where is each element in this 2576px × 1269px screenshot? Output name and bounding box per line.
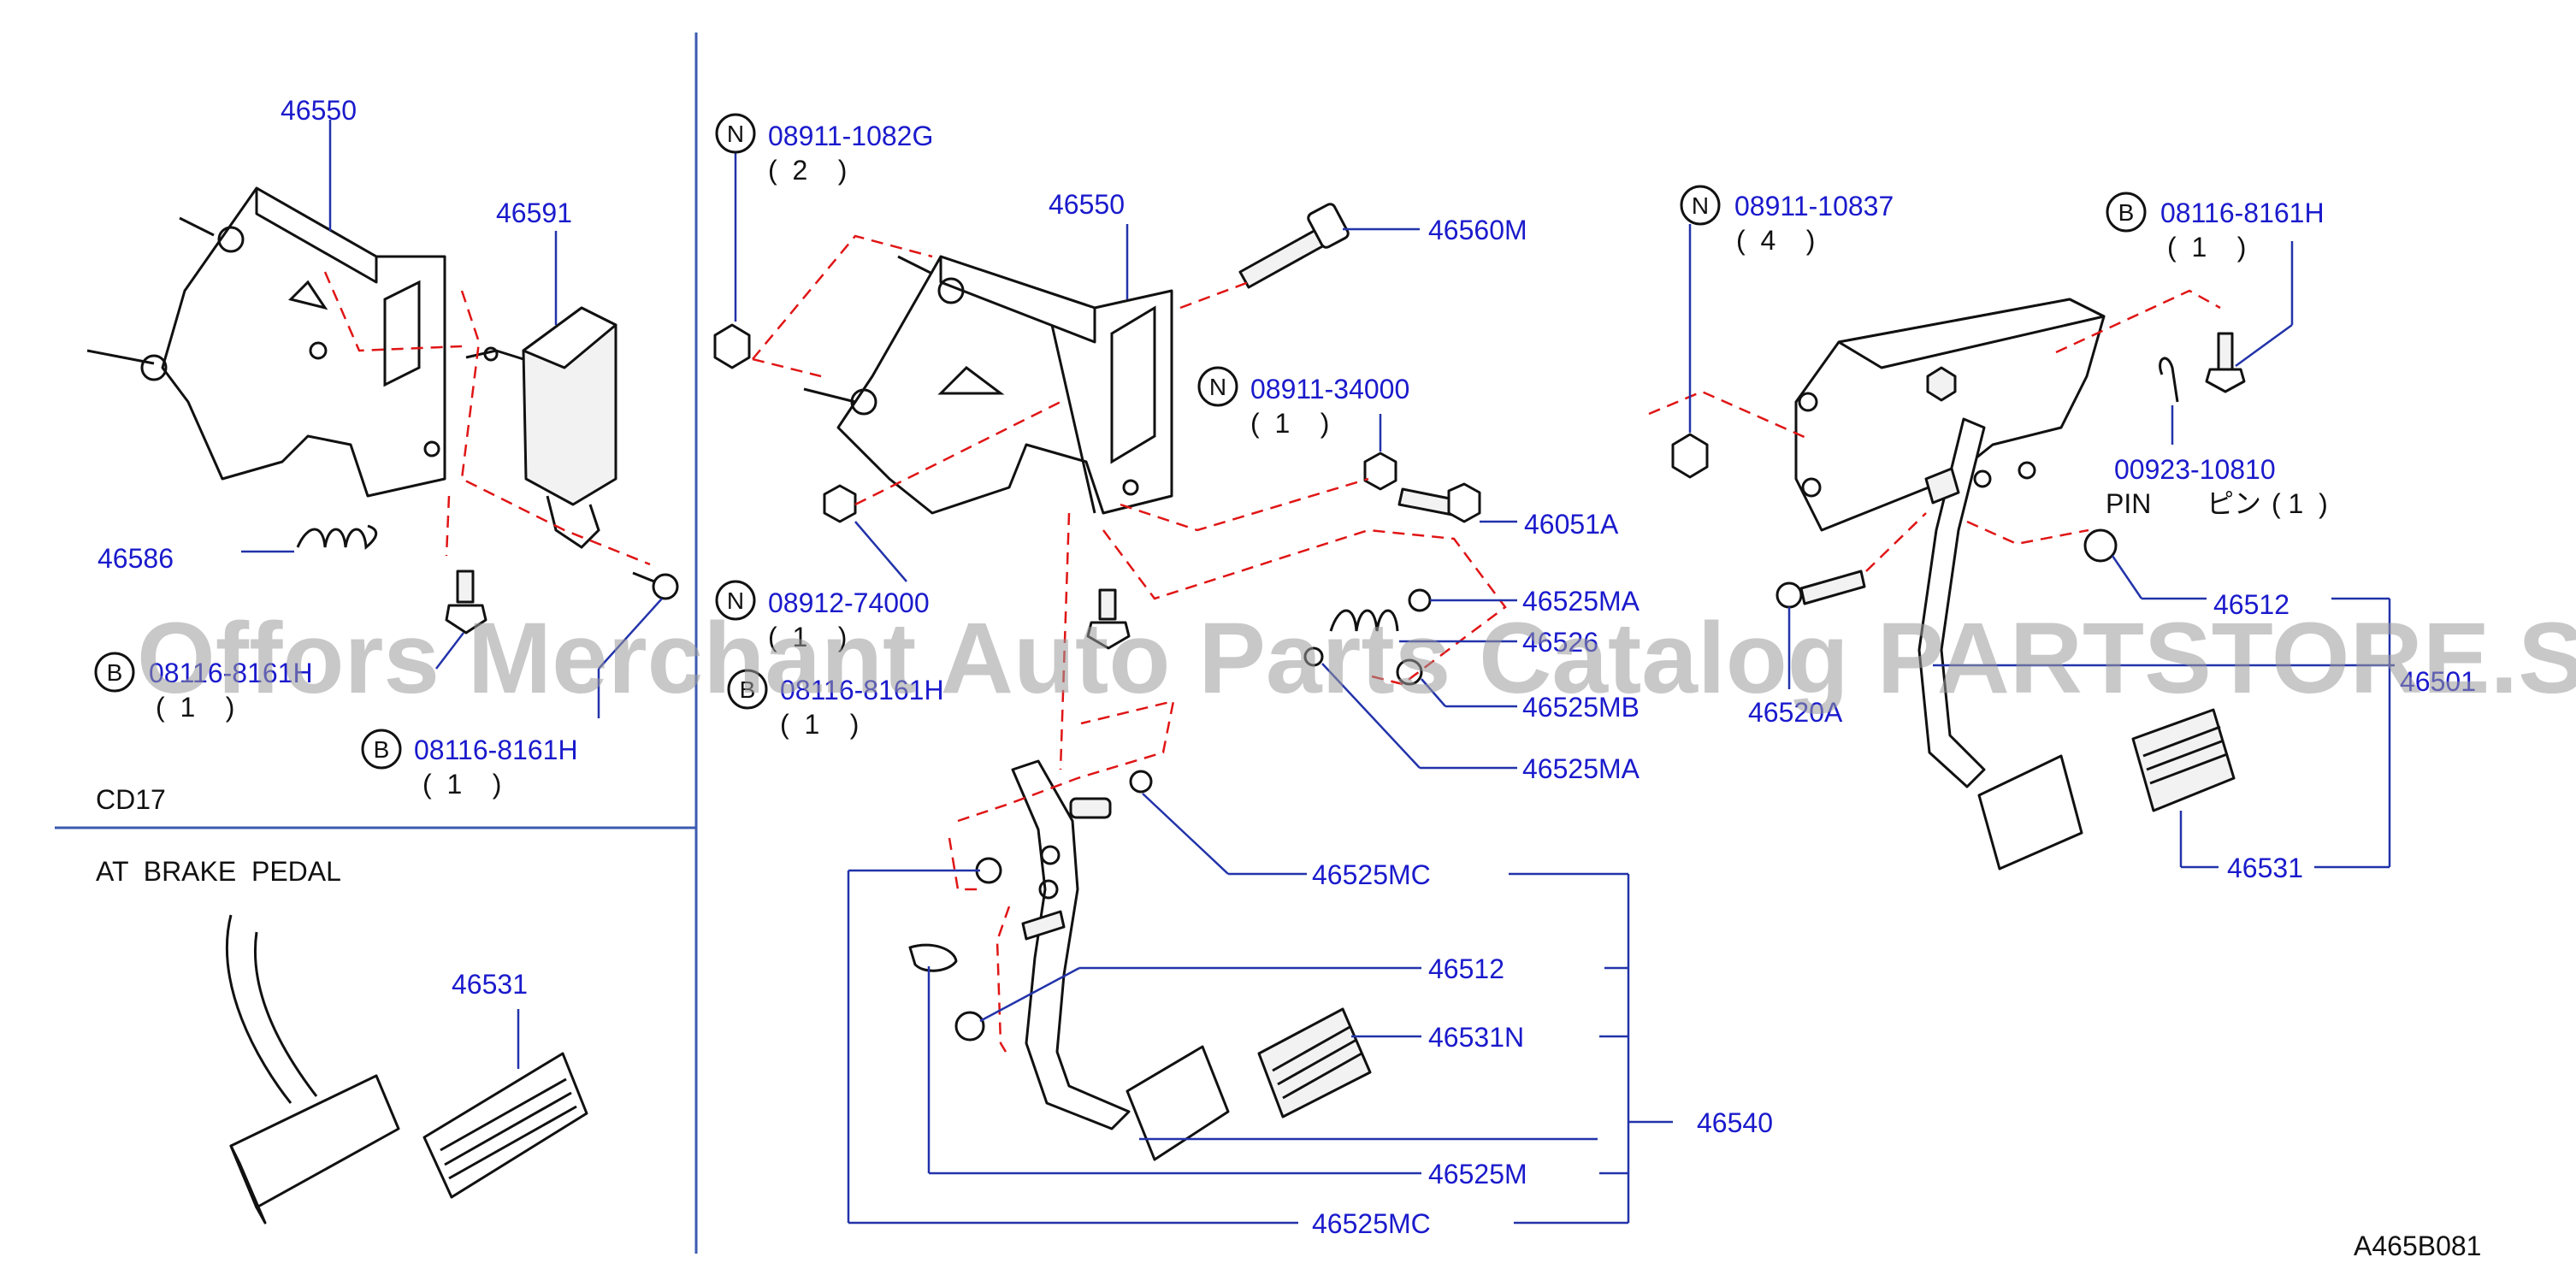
bolt-left-2 bbox=[632, 571, 679, 600]
qty-08116-mid: ( 1 ) bbox=[780, 709, 859, 740]
label-46591[interactable]: 46591 bbox=[496, 198, 572, 228]
callout-n-08912-74000[interactable]: N 08912-74000 ( 1 ) bbox=[715, 580, 930, 652]
section-label-cd17: CD17 bbox=[96, 784, 166, 815]
label-46531-right[interactable]: 46531 bbox=[2227, 853, 2303, 883]
label-46540[interactable]: 46540 bbox=[1697, 1107, 1773, 1138]
n-marker-text: N bbox=[727, 121, 744, 147]
qty-08912-74000: ( 1 ) bbox=[768, 622, 847, 652]
label-46525mb[interactable]: 46525MB bbox=[1522, 692, 1640, 723]
qty-08116-left-2: ( 1 ) bbox=[422, 769, 501, 800]
callout-b-left-1[interactable]: B 08116-8161H ( 1 ) bbox=[94, 652, 313, 723]
qty-08911-1082g: ( 2 ) bbox=[768, 155, 847, 186]
label-46531-left[interactable]: 46531 bbox=[452, 969, 528, 1000]
at-brake-pedal-drawing bbox=[226, 914, 588, 1225]
label-08116-right[interactable]: 08116-8161H bbox=[2160, 198, 2325, 228]
middle-bracket-drawing bbox=[713, 203, 1481, 1161]
label-46531n[interactable]: 46531N bbox=[1428, 1022, 1524, 1053]
label-00923-10810[interactable]: 00923-10810 bbox=[2114, 454, 2276, 485]
b-marker-icon bbox=[94, 652, 135, 693]
pin-label-jp: ピン bbox=[2207, 488, 2261, 519]
n-marker-text: N bbox=[1209, 374, 1226, 400]
callout-n-08911-10837[interactable]: N 08911-10837 ( 4 ) bbox=[1680, 185, 1894, 256]
middle-leader-lines bbox=[734, 152, 1673, 1225]
watermark-text: Offors Merchant Auto Parts Catalog PARTS… bbox=[137, 602, 2576, 715]
label-46512-mid[interactable]: 46512 bbox=[1428, 953, 1504, 984]
right-assembly-drawing bbox=[1671, 298, 2246, 871]
left-leader-lines bbox=[241, 120, 663, 718]
label-46550-left[interactable]: 46550 bbox=[281, 95, 357, 126]
label-08116-left-2[interactable]: 08116-8161H bbox=[414, 735, 578, 765]
callout-n-08911-34000[interactable]: N 08911-34000 ( 1 ) bbox=[1197, 366, 1409, 439]
callout-b-right[interactable]: B 08116-8161H ( 1 ) bbox=[2106, 192, 2325, 263]
label-46512-right[interactable]: 46512 bbox=[2213, 589, 2289, 620]
n-marker-icon bbox=[715, 113, 756, 154]
label-46525ma-1[interactable]: 46525MA bbox=[1522, 586, 1640, 617]
qty-08116-left-1: ( 1 ) bbox=[156, 692, 234, 723]
label-46525ma-2[interactable]: 46525MA bbox=[1522, 753, 1640, 784]
label-46525mc-1[interactable]: 46525MC bbox=[1312, 859, 1431, 890]
callout-b-left-2[interactable]: B 08116-8161H ( 1 ) bbox=[361, 729, 578, 800]
qty-pin: ( 1 ) bbox=[2272, 488, 2328, 519]
section-dividers bbox=[55, 32, 698, 1254]
bolt-left-1 bbox=[445, 570, 487, 634]
qty-08911-34000: ( 1 ) bbox=[1250, 408, 1329, 439]
label-08116-mid[interactable]: 08116-8161H bbox=[780, 675, 944, 705]
label-08911-10837[interactable]: 08911-10837 bbox=[1734, 191, 1894, 221]
n-marker-text: N bbox=[727, 587, 744, 614]
right-leader-lines bbox=[1688, 224, 2395, 869]
label-46501[interactable]: 46501 bbox=[2400, 666, 2476, 697]
b-marker-text: B bbox=[740, 676, 756, 703]
label-08911-1082g[interactable]: 08911-1082G bbox=[768, 121, 933, 151]
label-46526[interactable]: 46526 bbox=[1522, 627, 1598, 658]
label-08911-34000[interactable]: 08911-34000 bbox=[1250, 374, 1409, 404]
b-marker-text: B bbox=[2118, 199, 2135, 226]
n-marker-text: N bbox=[1692, 192, 1709, 219]
qty-08911-10837: ( 4 ) bbox=[1736, 225, 1815, 256]
n-marker-icon bbox=[1197, 366, 1238, 407]
middle-dashes bbox=[752, 234, 1507, 1053]
section-label-at-brake-pedal: AT BRAKE PEDAL bbox=[96, 856, 341, 887]
left-bracket-dashes bbox=[323, 271, 651, 566]
label-08116-left-1[interactable]: 08116-8161H bbox=[149, 658, 313, 688]
label-46525m[interactable]: 46525M bbox=[1428, 1159, 1527, 1189]
label-46560m[interactable]: 46560M bbox=[1428, 215, 1527, 245]
label-46520a[interactable]: 46520A bbox=[1748, 697, 1843, 728]
label-46586[interactable]: 46586 bbox=[97, 543, 174, 574]
b-marker-text: B bbox=[107, 659, 123, 686]
left-bracket-drawing bbox=[86, 186, 617, 549]
qty-08116-right: ( 1 ) bbox=[2167, 232, 2246, 263]
label-08912-74000[interactable]: 08912-74000 bbox=[768, 587, 930, 618]
n-marker-icon bbox=[715, 580, 756, 621]
b-marker-icon bbox=[361, 729, 402, 770]
diagram-code: A465B081 bbox=[2354, 1231, 2481, 1261]
label-46525mc-2[interactable]: 46525MC bbox=[1312, 1208, 1431, 1239]
callout-n-08911-1082g[interactable]: N 08911-1082G ( 2 ) bbox=[715, 113, 933, 186]
b-marker-icon bbox=[727, 669, 768, 710]
right-dashes bbox=[1648, 289, 2221, 572]
label-46550-mid[interactable]: 46550 bbox=[1049, 189, 1125, 220]
callout-b-mid[interactable]: B 08116-8161H ( 1 ) bbox=[727, 669, 944, 740]
b-marker-icon bbox=[2106, 192, 2147, 233]
spring-46586 bbox=[296, 524, 378, 551]
b-marker-text: B bbox=[374, 736, 390, 763]
pin-label-en: PIN bbox=[2106, 488, 2151, 519]
n-marker-icon bbox=[1680, 185, 1721, 226]
label-46051a[interactable]: 46051A bbox=[1524, 509, 1619, 540]
